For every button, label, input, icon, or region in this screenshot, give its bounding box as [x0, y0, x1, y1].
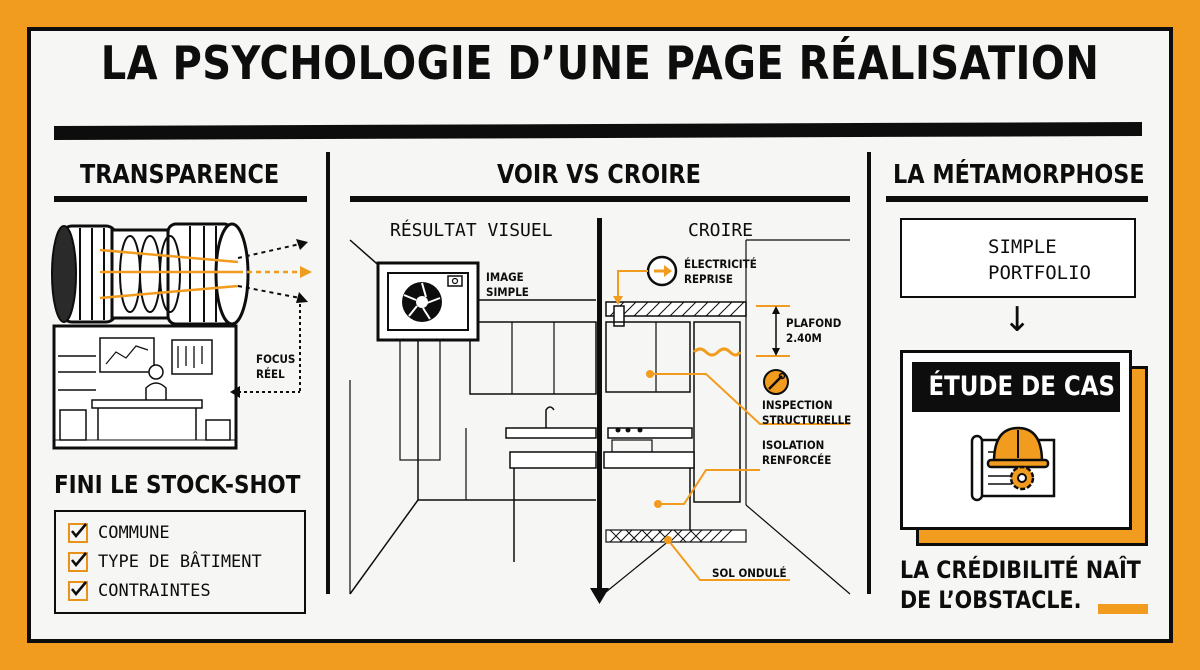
checkbox-icon — [68, 523, 88, 543]
resultat-visuel-caption: RÉSULTAT VISUEL — [390, 220, 553, 241]
metamorphose-underline — [886, 196, 1148, 202]
checklist: COMMUNE TYPE DE BÂTIMENT CONTRAINTES — [54, 510, 306, 614]
divider-right — [867, 152, 871, 594]
construction-illustration — [603, 239, 851, 595]
camera-shutter-icon — [402, 282, 442, 322]
sol-label: SOL ONDULÉ — [712, 566, 787, 580]
portfolio-label: SIMPLE PORTFOLIO — [988, 236, 1091, 284]
plafond-label: PLAFOND 2.40M — [786, 316, 842, 345]
list-item: CONTRAINTES — [68, 578, 211, 604]
page-title: LA PSYCHOLOGIE D’UNE PAGE RÉALISATION — [100, 36, 1100, 90]
voir-underline — [350, 196, 850, 202]
voir-croire-heading: VOIR VS CROIRE — [497, 160, 701, 190]
title-underline — [54, 122, 1142, 140]
arrow-right-icon — [646, 255, 678, 287]
credibility-quote: LA CRÉDIBILITÉ NAÎT DE L’OBSTACLE. — [900, 556, 1141, 614]
divider-left — [326, 152, 330, 594]
isolation-label: ISOLATION RENFORCÉE — [762, 438, 832, 467]
plafond-dimension — [756, 305, 790, 357]
checklist-label: TYPE DE BÂTIMENT — [98, 552, 262, 572]
center-arrow-head — [590, 588, 609, 604]
list-item: TYPE DE BÂTIMENT — [68, 549, 262, 575]
list-item: COMMUNE — [68, 520, 170, 546]
inspection-label: INSPECTION STRUCTURELLE — [762, 398, 852, 427]
case-study-label: ÉTUDE DE CAS — [928, 371, 1116, 402]
checkbox-icon — [68, 581, 88, 601]
image-simple-label: IMAGE SIMPLE — [486, 270, 529, 299]
camera-lens-icon — [51, 222, 312, 326]
focus-label: FOCUS RÉEL — [256, 352, 296, 381]
transparence-heading: TRANSPARENCE — [80, 160, 280, 190]
electricite-label: ÉLECTRICITÉ REPRISE — [684, 257, 757, 286]
metamorphose-heading: LA MÉTAMORPHOSE — [893, 160, 1145, 190]
workshop-illustration — [52, 298, 301, 450]
portfolio-box: SIMPLE PORTFOLIO — [900, 218, 1136, 298]
wrench-icon — [763, 369, 789, 395]
checkbox-icon — [68, 552, 88, 572]
transparence-underline — [54, 196, 307, 202]
croire-caption: CROIRE — [688, 220, 754, 241]
center-arrow-line — [597, 218, 602, 592]
stock-shot-heading: FINI LE STOCK-SHOT — [54, 470, 301, 499]
checklist-label: CONTRAINTES — [98, 581, 211, 601]
checklist-label: COMMUNE — [98, 523, 170, 543]
case-study-title: ÉTUDE DE CAS — [912, 362, 1120, 412]
arrow-down-icon: ↓ — [1003, 300, 1032, 340]
